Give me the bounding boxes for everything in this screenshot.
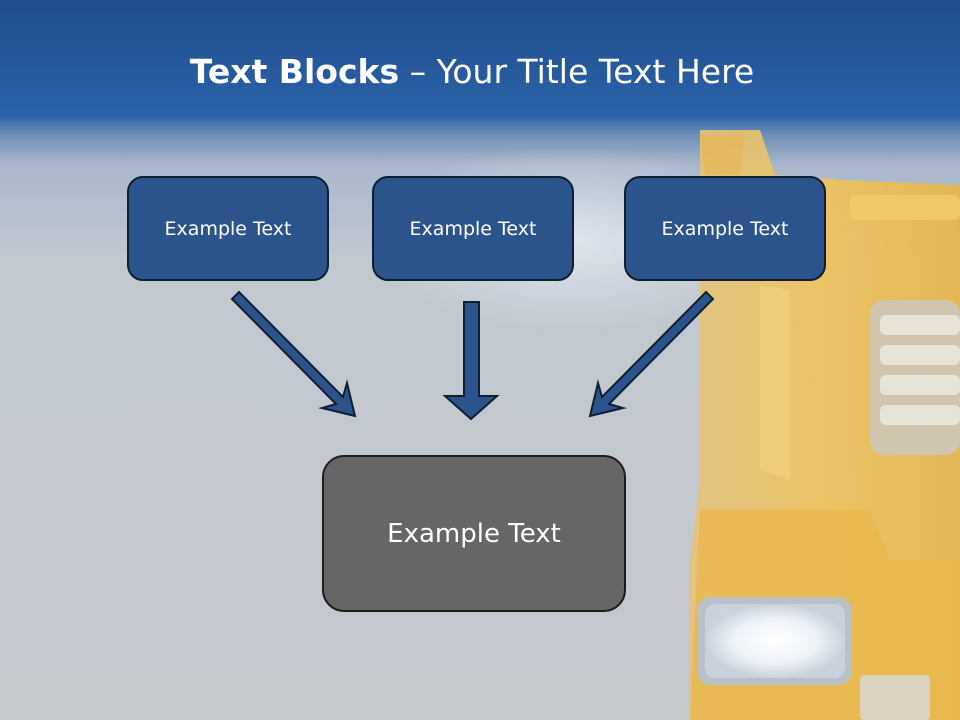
text-block-middle[interactable]: Example Text <box>372 176 574 281</box>
text-block-right[interactable]: Example Text <box>624 176 826 281</box>
text-block-center[interactable]: Example Text <box>322 455 626 612</box>
arrow-right-diagonal <box>588 290 715 418</box>
arrow-down <box>442 301 500 421</box>
title-bold-part: Text Blocks <box>189 52 400 91</box>
slide-title: Text Blocks – Your Title Text Here <box>0 52 944 91</box>
text-block-left[interactable]: Example Text <box>127 176 329 281</box>
title-separator: – <box>409 52 427 91</box>
title-rest: Your Title Text Here <box>436 52 755 91</box>
arrow-left-diagonal <box>230 290 357 418</box>
